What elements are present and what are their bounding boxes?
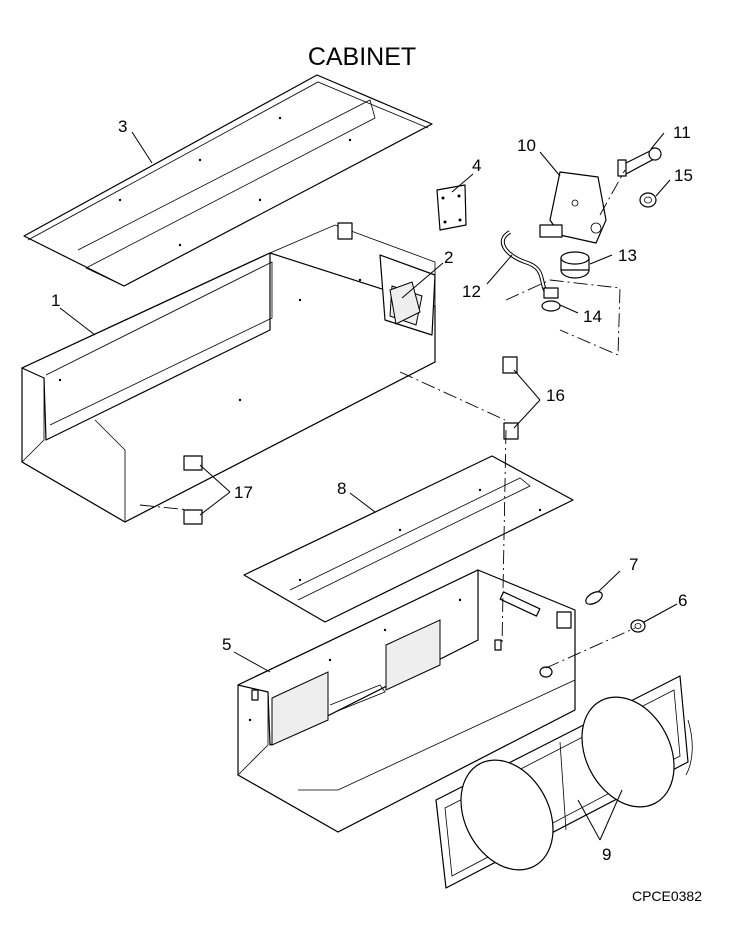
leader-lines	[59, 131, 678, 841]
callout-10: 10	[517, 136, 536, 155]
assembly-guide-line	[505, 279, 621, 356]
part-14-fitting	[541, 287, 561, 312]
part-12-hose	[500, 230, 547, 291]
assembly-guide-line	[501, 429, 507, 646]
assembly-guide-line	[139, 504, 191, 511]
callout-13: 13	[618, 246, 637, 265]
callout-12: 12	[462, 282, 481, 301]
callout-1: 1	[51, 291, 60, 310]
part-1-upper-cabinet	[21, 222, 436, 525]
part-8-middle-panel	[243, 455, 574, 623]
callout-7: 7	[629, 555, 638, 574]
assembly-guide-line	[599, 169, 626, 216]
callout-2: 2	[444, 248, 453, 267]
drawing-code: CPCE0382	[632, 888, 702, 904]
part-11-connector	[617, 147, 662, 177]
callout-5: 5	[222, 635, 231, 654]
callout-8: 8	[337, 479, 346, 498]
assembly-guide-line	[399, 371, 506, 421]
callout-9: 9	[602, 845, 611, 864]
callout-15: 15	[674, 166, 693, 185]
part-2-inner-panel	[389, 281, 421, 325]
part-13-switch	[560, 251, 590, 279]
part-6-washer	[630, 619, 646, 633]
callout-6: 6	[678, 591, 687, 610]
callout-14: 14	[583, 307, 602, 326]
callout-17: 17	[234, 483, 253, 502]
part-7-grommet	[585, 591, 603, 605]
callout-3: 3	[118, 117, 127, 136]
assembly-guide-line	[545, 627, 636, 669]
callout-16: 16	[546, 386, 565, 405]
part-3-top-panel	[23, 74, 433, 287]
part-9-fan-frame	[435, 675, 693, 889]
callout-4: 4	[472, 156, 481, 175]
diagram-title: CABINET	[308, 43, 416, 71]
part-10-control-plate	[539, 171, 607, 244]
part-4-bracket	[436, 184, 467, 231]
part-5-lower-cabinet	[237, 569, 576, 833]
callout-11: 11	[673, 123, 691, 142]
part-15-grommet	[639, 192, 657, 208]
